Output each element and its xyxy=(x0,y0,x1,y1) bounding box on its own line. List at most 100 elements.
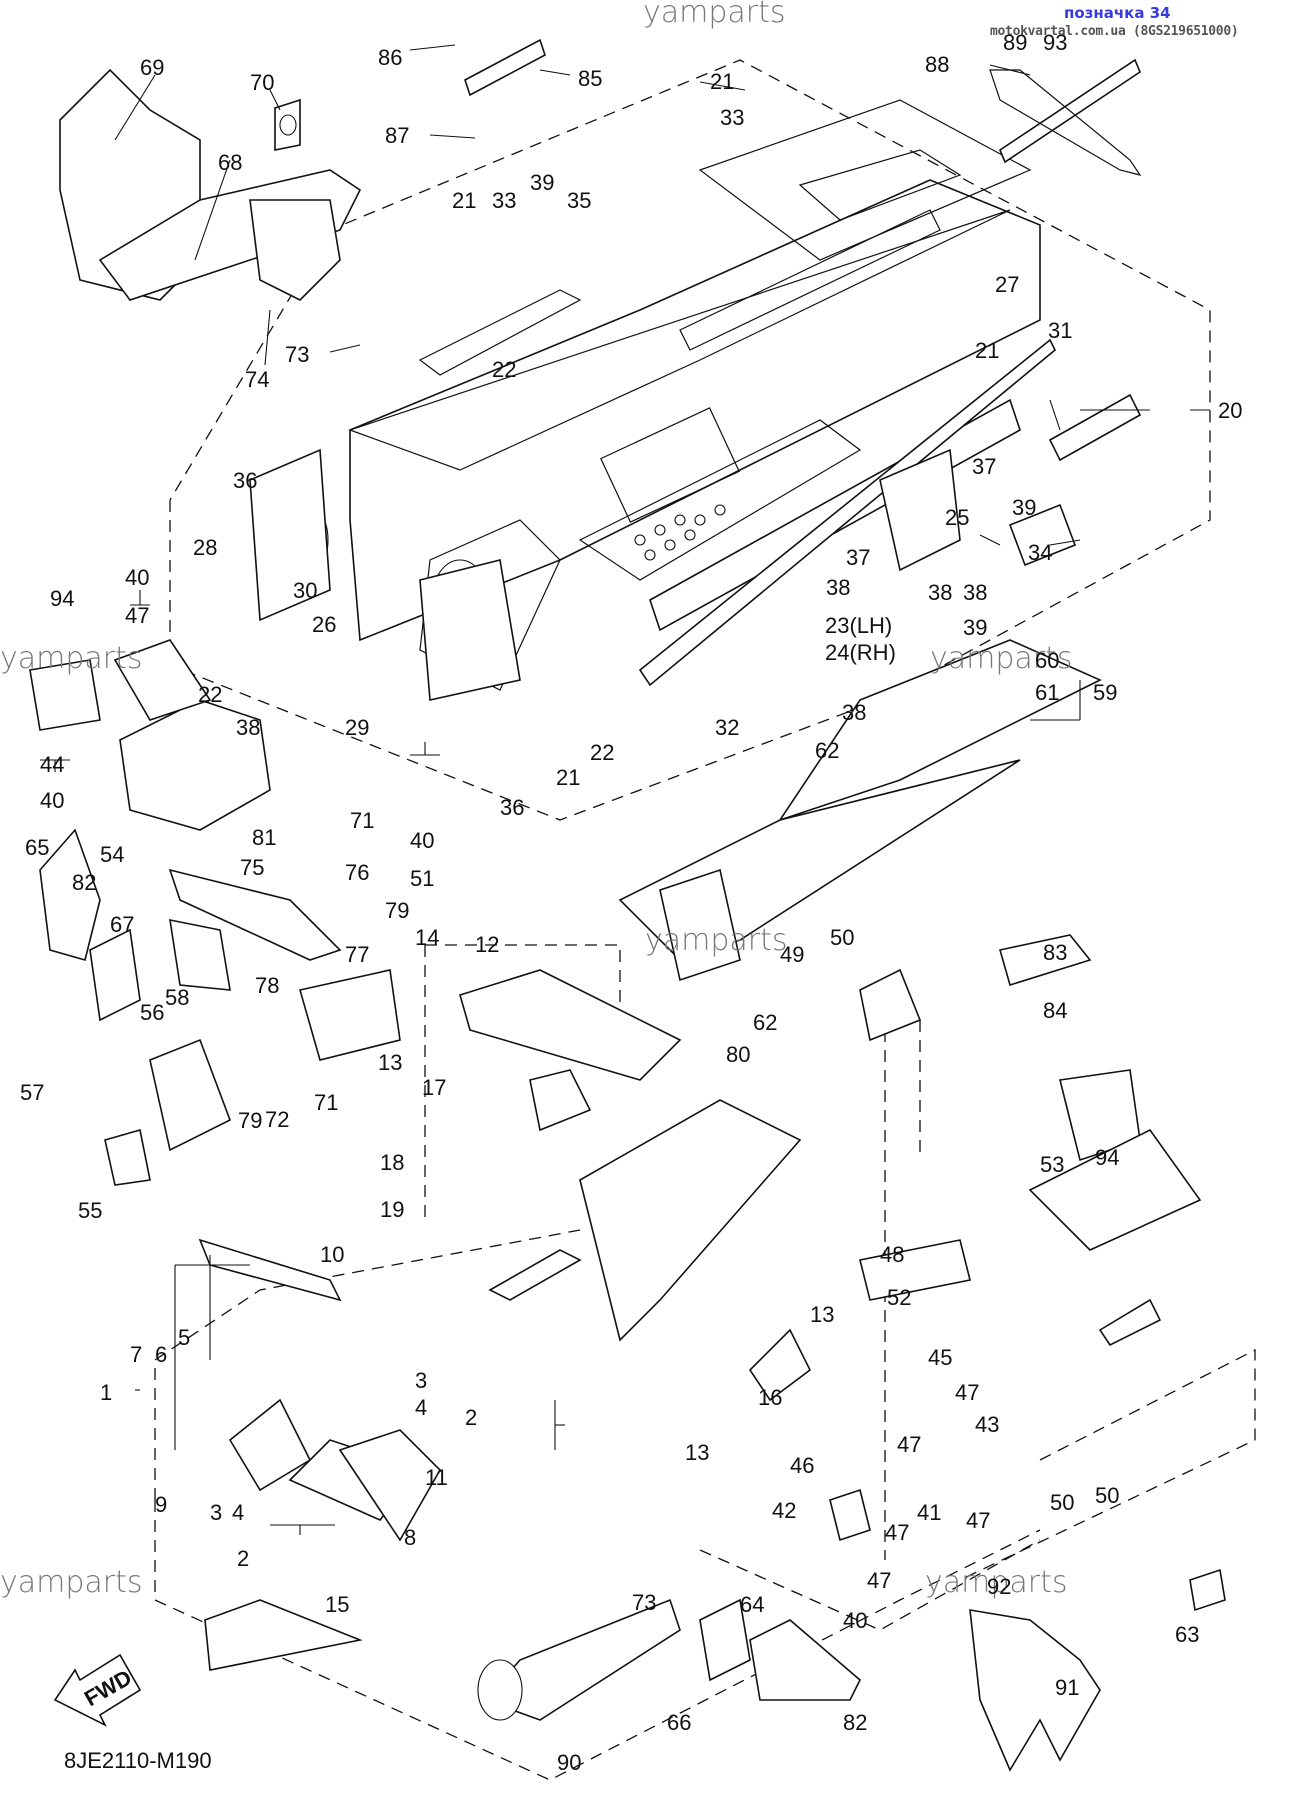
callout-14[interactable]: 14 xyxy=(415,925,439,950)
callout-50-upper[interactable]: 50 xyxy=(830,925,854,950)
callout-4-lower[interactable]: 4 xyxy=(232,1500,244,1525)
callout-21-center[interactable]: 21 xyxy=(556,765,580,790)
callout-58[interactable]: 58 xyxy=(165,985,189,1010)
callout-38-left[interactable]: 38 xyxy=(236,715,260,740)
callout-22-top[interactable]: 22 xyxy=(492,357,516,382)
callout-39-right[interactable]: 39 xyxy=(1012,495,1036,520)
callout-94-right[interactable]: 94 xyxy=(1095,1145,1119,1170)
callout-69[interactable]: 69 xyxy=(140,55,164,80)
callout-84[interactable]: 84 xyxy=(1043,998,1067,1023)
callout-82-lower[interactable]: 82 xyxy=(843,1710,867,1735)
callout-24-rh[interactable]: 24(RH) xyxy=(825,640,896,665)
callout-36-center[interactable]: 36 xyxy=(500,795,524,820)
callout-47-mid[interactable]: 47 xyxy=(897,1432,921,1457)
callout-56[interactable]: 56 xyxy=(140,1000,164,1025)
callout-10[interactable]: 10 xyxy=(320,1242,344,1267)
callout-21-top[interactable]: 21 xyxy=(710,69,734,94)
callout-1[interactable]: 1 xyxy=(100,1380,112,1405)
callout-52[interactable]: 52 xyxy=(887,1285,911,1310)
callout-21-mid[interactable]: 21 xyxy=(452,188,476,213)
callout-50-right-b[interactable]: 50 xyxy=(1095,1483,1119,1508)
callout-13-upper[interactable]: 13 xyxy=(378,1050,402,1075)
callout-80[interactable]: 80 xyxy=(726,1042,750,1067)
callout-40-lower[interactable]: 40 xyxy=(843,1608,867,1633)
callout-90[interactable]: 90 xyxy=(557,1750,581,1775)
callout-37-right[interactable]: 37 xyxy=(972,454,996,479)
callout-38-mid[interactable]: 38 xyxy=(826,575,850,600)
callout-62-upper[interactable]: 62 xyxy=(815,738,839,763)
callout-22-left[interactable]: 22 xyxy=(198,682,222,707)
callout-31[interactable]: 31 xyxy=(1048,318,1072,343)
callout-51[interactable]: 51 xyxy=(410,866,434,891)
callout-29[interactable]: 29 xyxy=(345,715,369,740)
callout-37-mid[interactable]: 37 xyxy=(846,545,870,570)
callout-34[interactable]: 34 xyxy=(1028,540,1052,565)
callout-73-upper[interactable]: 73 xyxy=(285,342,309,367)
callout-54[interactable]: 54 xyxy=(100,842,124,867)
callout-38-right-b[interactable]: 38 xyxy=(963,580,987,605)
callout-61[interactable]: 61 xyxy=(1035,680,1059,705)
callout-13-right[interactable]: 13 xyxy=(810,1302,834,1327)
callout-3-lower[interactable]: 3 xyxy=(210,1500,222,1525)
callout-45[interactable]: 45 xyxy=(928,1345,952,1370)
callout-38-center[interactable]: 38 xyxy=(842,700,866,725)
callout-2-upper[interactable]: 2 xyxy=(465,1405,477,1430)
callout-47-lower-a[interactable]: 47 xyxy=(885,1520,909,1545)
callout-76[interactable]: 76 xyxy=(345,860,369,885)
callout-71-lower[interactable]: 71 xyxy=(314,1090,338,1115)
callout-79-upper[interactable]: 79 xyxy=(385,898,409,923)
callout-75[interactable]: 75 xyxy=(240,855,264,880)
callout-66[interactable]: 66 xyxy=(667,1710,691,1735)
callout-47-upper-left[interactable]: 47 xyxy=(125,603,149,628)
callout-17[interactable]: 17 xyxy=(422,1075,446,1100)
callout-94-left[interactable]: 94 xyxy=(50,586,74,611)
callout-47-right[interactable]: 47 xyxy=(955,1380,979,1405)
callout-81[interactable]: 81 xyxy=(252,825,276,850)
callout-91[interactable]: 91 xyxy=(1055,1675,1079,1700)
callout-18[interactable]: 18 xyxy=(380,1150,404,1175)
callout-21-right[interactable]: 21 xyxy=(975,338,999,363)
callout-20[interactable]: 20 xyxy=(1218,398,1242,423)
callout-15[interactable]: 15 xyxy=(325,1592,349,1617)
callout-26[interactable]: 26 xyxy=(312,612,336,637)
callout-79-lower[interactable]: 79 xyxy=(238,1108,262,1133)
callout-47-lower-c[interactable]: 47 xyxy=(966,1508,990,1533)
callout-6[interactable]: 6 xyxy=(155,1342,167,1367)
callout-64[interactable]: 64 xyxy=(740,1592,764,1617)
callout-78[interactable]: 78 xyxy=(255,973,279,998)
callout-47-lower-b[interactable]: 47 xyxy=(867,1568,891,1593)
callout-36-left[interactable]: 36 xyxy=(233,468,257,493)
callout-11[interactable]: 11 xyxy=(425,1465,448,1490)
callout-65[interactable]: 65 xyxy=(25,835,49,860)
callout-33-mid[interactable]: 33 xyxy=(492,188,516,213)
callout-87[interactable]: 87 xyxy=(385,123,409,148)
callout-67[interactable]: 67 xyxy=(110,912,134,937)
callout-49[interactable]: 49 xyxy=(780,942,804,967)
callout-93[interactable]: 93 xyxy=(1043,30,1067,55)
callout-35[interactable]: 35 xyxy=(567,188,591,213)
callout-19[interactable]: 19 xyxy=(380,1197,404,1222)
callout-8[interactable]: 8 xyxy=(404,1525,416,1550)
callout-13-lower[interactable]: 13 xyxy=(685,1440,709,1465)
callout-22-center[interactable]: 22 xyxy=(590,740,614,765)
callout-7[interactable]: 7 xyxy=(130,1342,142,1367)
callout-92[interactable]: 92 xyxy=(987,1574,1011,1599)
callout-27[interactable]: 27 xyxy=(995,272,1019,297)
callout-39-top[interactable]: 39 xyxy=(530,170,554,195)
callout-12[interactable]: 12 xyxy=(475,932,499,957)
callout-85[interactable]: 85 xyxy=(578,66,602,91)
callout-77[interactable]: 77 xyxy=(345,942,369,967)
callout-40-upper-left[interactable]: 40 xyxy=(125,565,149,590)
callout-9[interactable]: 9 xyxy=(155,1492,167,1517)
callout-70[interactable]: 70 xyxy=(250,70,274,95)
callout-73-lower[interactable]: 73 xyxy=(632,1590,656,1615)
callout-32[interactable]: 32 xyxy=(715,715,739,740)
callout-28[interactable]: 28 xyxy=(193,535,217,560)
callout-53[interactable]: 53 xyxy=(1040,1152,1064,1177)
callout-57[interactable]: 57 xyxy=(20,1080,44,1105)
callout-86[interactable]: 86 xyxy=(378,45,402,70)
callout-30[interactable]: 30 xyxy=(293,578,317,603)
callout-43[interactable]: 43 xyxy=(975,1412,999,1437)
callout-82-left[interactable]: 82 xyxy=(72,870,96,895)
callout-40-center[interactable]: 40 xyxy=(410,828,434,853)
